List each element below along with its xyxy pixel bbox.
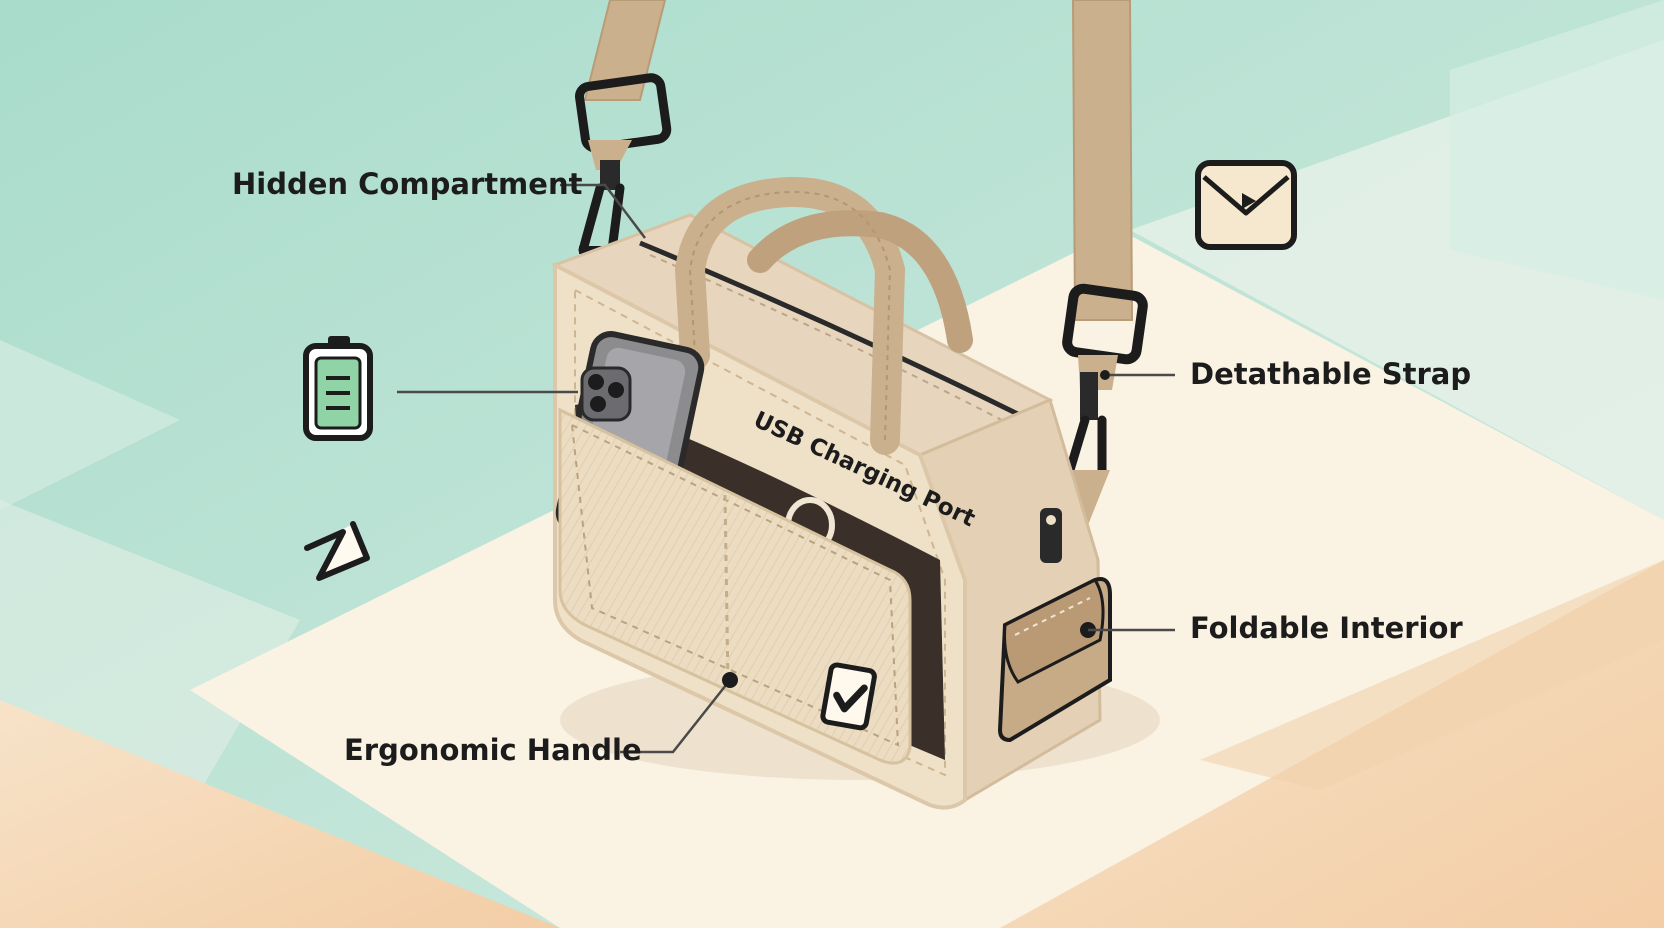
callout-hidden-compartment: Hidden Compartment [232, 167, 583, 201]
strap-anchor-dot [1100, 370, 1110, 380]
callout-ergonomic-handle: Ergonomic Handle [344, 733, 642, 767]
handle-anchor-dot [722, 672, 738, 688]
bag-handles [674, 176, 973, 455]
callout-leader-lines [397, 183, 1175, 754]
battery-icon [303, 336, 373, 441]
squiggle-icon [304, 521, 370, 581]
envelope-icon [1195, 160, 1297, 250]
callout-detachable-strap: Detathable Strap [1190, 357, 1472, 391]
checkmark-icon [820, 662, 877, 731]
shoulder-strap-left [575, 0, 672, 255]
side-pouch [997, 577, 1112, 743]
callout-foldable-interior: Foldable Interior [1190, 611, 1463, 645]
